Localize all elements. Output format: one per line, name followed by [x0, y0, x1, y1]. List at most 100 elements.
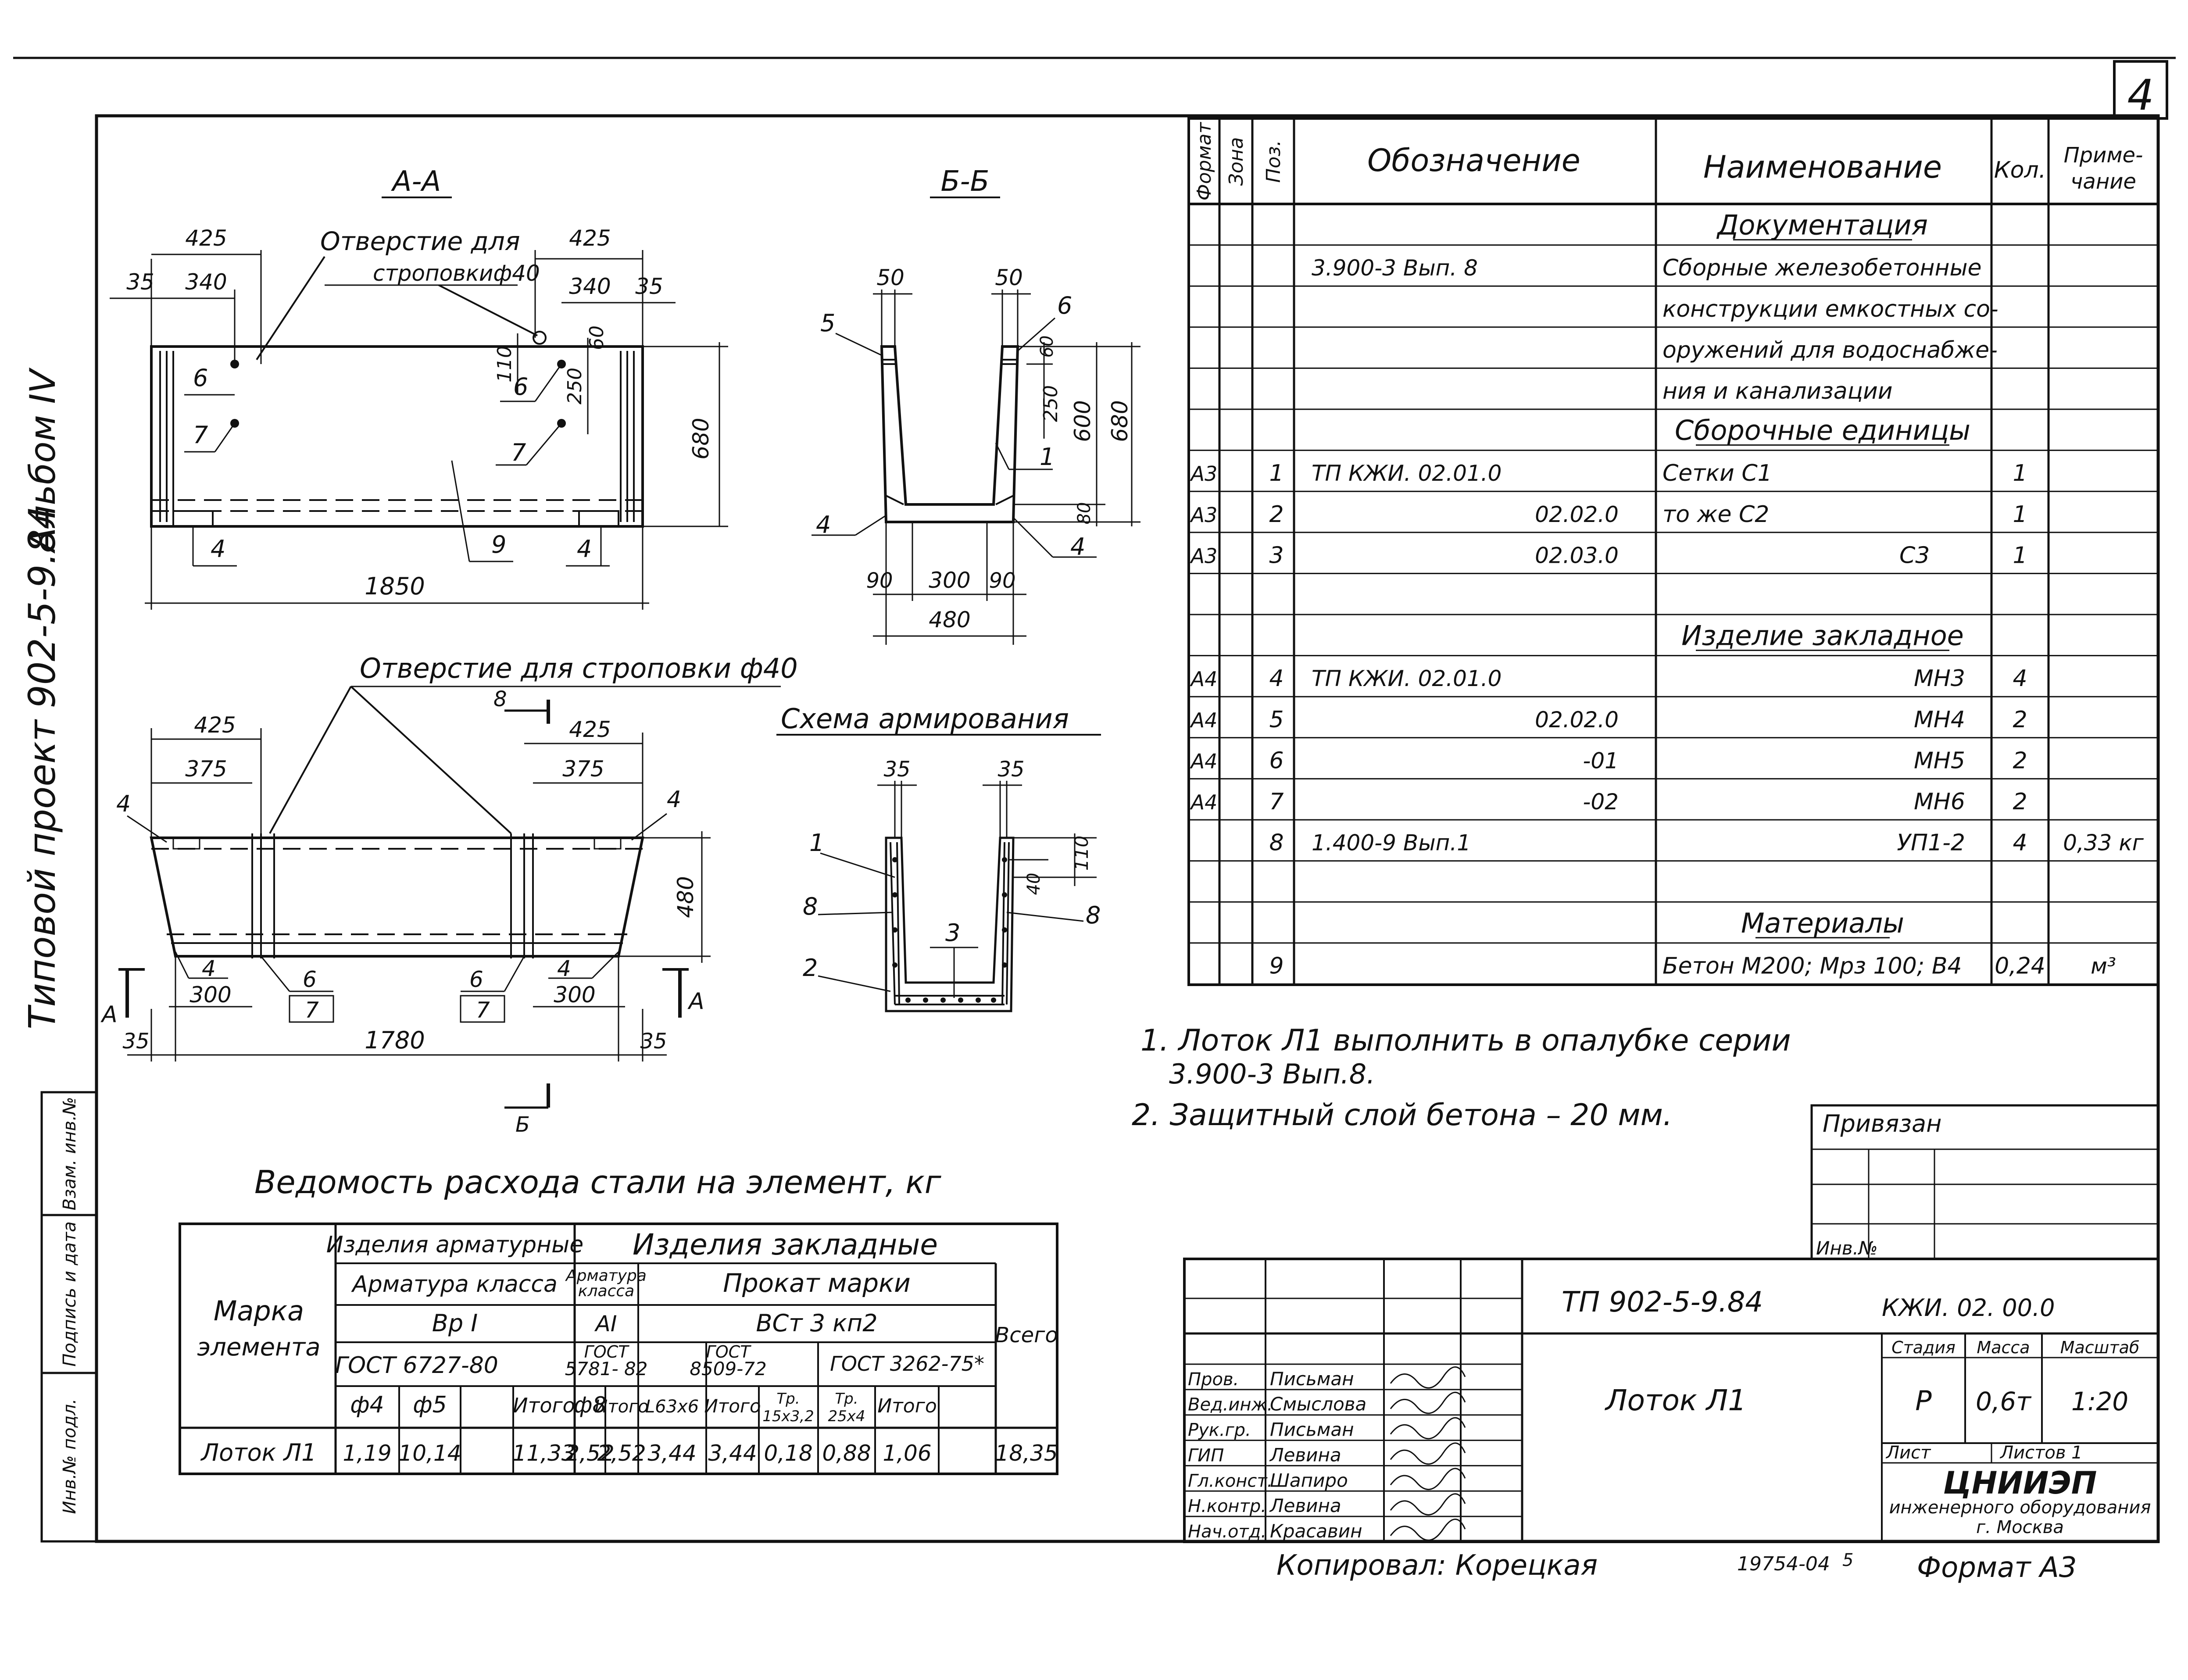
spec-designation: -02 [1583, 789, 1619, 815]
spec-h-note-2: чание [2070, 169, 2136, 194]
scheme-dim-40: 40 [1024, 873, 1044, 895]
steel-h-vsego: Всего [995, 1323, 1058, 1348]
steel-v-7: 3,44 [708, 1441, 757, 1466]
steel-v-5: 2,52 [597, 1441, 646, 1466]
spec-h-designation: Обозначение [1367, 143, 1580, 179]
signers: Пров.ПисьманВед.инж.СмысловаРук.гр.Письм… [1184, 1366, 1522, 1542]
spec-section-header: Документация [1716, 209, 1928, 241]
spec-pos: 4 [1269, 665, 1283, 692]
bb-pos-1: 1 [1040, 443, 1055, 471]
plan-pos-7b: 7 [476, 997, 490, 1023]
plan-view: Отверстие для строповки ф40 425 375 425 … [100, 652, 798, 1137]
plan-pos-4d: 4 [557, 956, 571, 981]
left-margin: Альбом IV Типовой проект 902-5-9.84 Взам… [21, 367, 98, 1543]
signer-role: Пров. [1188, 1369, 1239, 1390]
footer-number: 19754-04 [1737, 1553, 1830, 1575]
spec-format: А4 [1190, 708, 1218, 732]
steel-h-gost8509-1: ГОСТ [706, 1342, 752, 1362]
steel-v-0: 1,19 [343, 1441, 391, 1466]
steel-col-f8: ф8 [574, 1392, 607, 1418]
steel-h-zakl: Изделия закладные [633, 1228, 938, 1262]
scheme-dim-110: 110 [1071, 836, 1092, 871]
bb-dim-600: 600 [1070, 400, 1095, 442]
steel-h-gost5781-2: 5781- 82 [565, 1358, 648, 1380]
steel-h-arm-class: Арматура класса [351, 1271, 558, 1298]
scheme-pos-8-left: 8 [803, 893, 818, 920]
drawing-frame [95, 114, 2160, 1543]
spec-designation: 3.900-3 Вып. 8 [1312, 255, 1478, 281]
aa-hole-note-1: Отверстие для [320, 226, 520, 256]
spec-qty: 2 [2013, 747, 2027, 774]
signer-name: Письман [1270, 1419, 1354, 1441]
steel-h-gost8509-2: 8509-72 [690, 1358, 767, 1380]
signature-scribble [1390, 1366, 1466, 1389]
bb-dim-90-left: 90 [866, 568, 893, 593]
signer-role: Нач.отд. [1188, 1522, 1266, 1542]
section-aa-title: А-А [391, 165, 441, 198]
spec-name: ния и канализации [1662, 378, 1893, 404]
plan-pos-4c: 4 [202, 956, 216, 981]
spec-pos: 7 [1269, 789, 1283, 815]
stamp-sign: Подпись и дата [60, 1221, 80, 1366]
bb-dim-80: 80 [1074, 502, 1094, 525]
bb-pos-6: 6 [1057, 292, 1072, 319]
section-bb-title: Б-Б [941, 165, 990, 198]
steel-col-itogo3: Итого [704, 1395, 761, 1417]
spec-name: С3 [1899, 542, 1930, 568]
steel-v-3: 11,33 [512, 1441, 575, 1466]
plan-dim-300-left: 300 [189, 982, 231, 1008]
aa-pos-6-right: 6 [513, 373, 528, 400]
scheme-pos-2: 2 [803, 954, 818, 982]
scheme-dim-35-right: 35 [997, 757, 1024, 782]
steel-v-8: 0,18 [764, 1441, 812, 1466]
tb-sheets-h: Листов 1 [1999, 1443, 2083, 1463]
plan-dim-1780: 1780 [365, 1026, 425, 1054]
plan-pos-4b: 4 [667, 786, 681, 813]
plan-dim-35-right: 35 [640, 1029, 667, 1054]
bb-dim-90-right: 90 [989, 568, 1015, 593]
spec-qty: 2 [2013, 789, 2027, 815]
scheme-pos-3: 3 [945, 919, 960, 947]
spec-name: МН6 [1914, 789, 1965, 815]
plan-hole-note: Отверстие для строповки ф40 [360, 652, 798, 684]
spec-format: А4 [1190, 790, 1218, 814]
spec-qty: 4 [2013, 665, 2027, 692]
signer-role: Рук.гр. [1188, 1420, 1251, 1441]
sheet-number: 4 [2127, 71, 2154, 120]
bb-pos-4-right: 4 [1070, 533, 1085, 561]
spec-section-header: Изделие закладное [1681, 620, 1964, 652]
bb-dim-480: 480 [929, 607, 970, 633]
aa-pos-7-left: 7 [193, 421, 208, 449]
signature-scribble [1390, 1391, 1466, 1414]
scheme-dim-35-left: 35 [883, 757, 910, 782]
spec-pos: 9 [1269, 953, 1283, 979]
aa-pos-4-left: 4 [211, 535, 225, 563]
signer-role: Н.контр. [1188, 1496, 1266, 1516]
aa-pos-7-right: 7 [511, 439, 526, 466]
title-block: Привязан Инв.№ ТП 902-5-9.84 КЖИ. 02. 00… [1183, 1104, 2159, 1543]
spec-format: А3 [1190, 544, 1218, 568]
steel-title: Ведомость расхода стали на элемент, кг [254, 1164, 942, 1201]
spec-designation: 1.400-9 Вып.1 [1312, 830, 1471, 856]
spec-qty: 4 [2013, 830, 2027, 856]
spec-name: Сборные железобетонные [1662, 255, 1982, 281]
project-label: Типовой проект 902-5-9.84 [21, 506, 64, 1029]
steel-h-arm: Изделия арматурные [326, 1232, 583, 1258]
tb-mass: 0,6т [1976, 1387, 2032, 1416]
aa-dim-1850: 1850 [365, 572, 425, 600]
spec-pos: 3 [1269, 542, 1283, 568]
spec-h-format: Формат [1193, 122, 1216, 200]
tb-mass-h: Масса [1977, 1338, 2030, 1357]
spec-designation: ТП КЖИ. 02.01.0 [1312, 461, 1502, 486]
signer-role: Вед.инж. [1188, 1395, 1273, 1415]
steel-col-tr25-1: Тр. [835, 1390, 858, 1408]
steel-v-6: 3,44 [647, 1441, 696, 1466]
section-aa: А-А 425 340 35 425 340 [110, 165, 728, 610]
spec-qty: 1 [2013, 542, 2027, 568]
spec-h-zone: Зона [1225, 137, 1248, 186]
notes: 1. Лоток Л1 выполнить в опалубке серии 3… [1132, 1023, 1791, 1133]
scheme-title: Схема армирования [781, 703, 1069, 735]
steel-col-f4: ф4 [350, 1392, 384, 1418]
spec-name: МН3 [1914, 665, 1965, 692]
steel-h-arm-class2-2: класса [578, 1282, 634, 1300]
